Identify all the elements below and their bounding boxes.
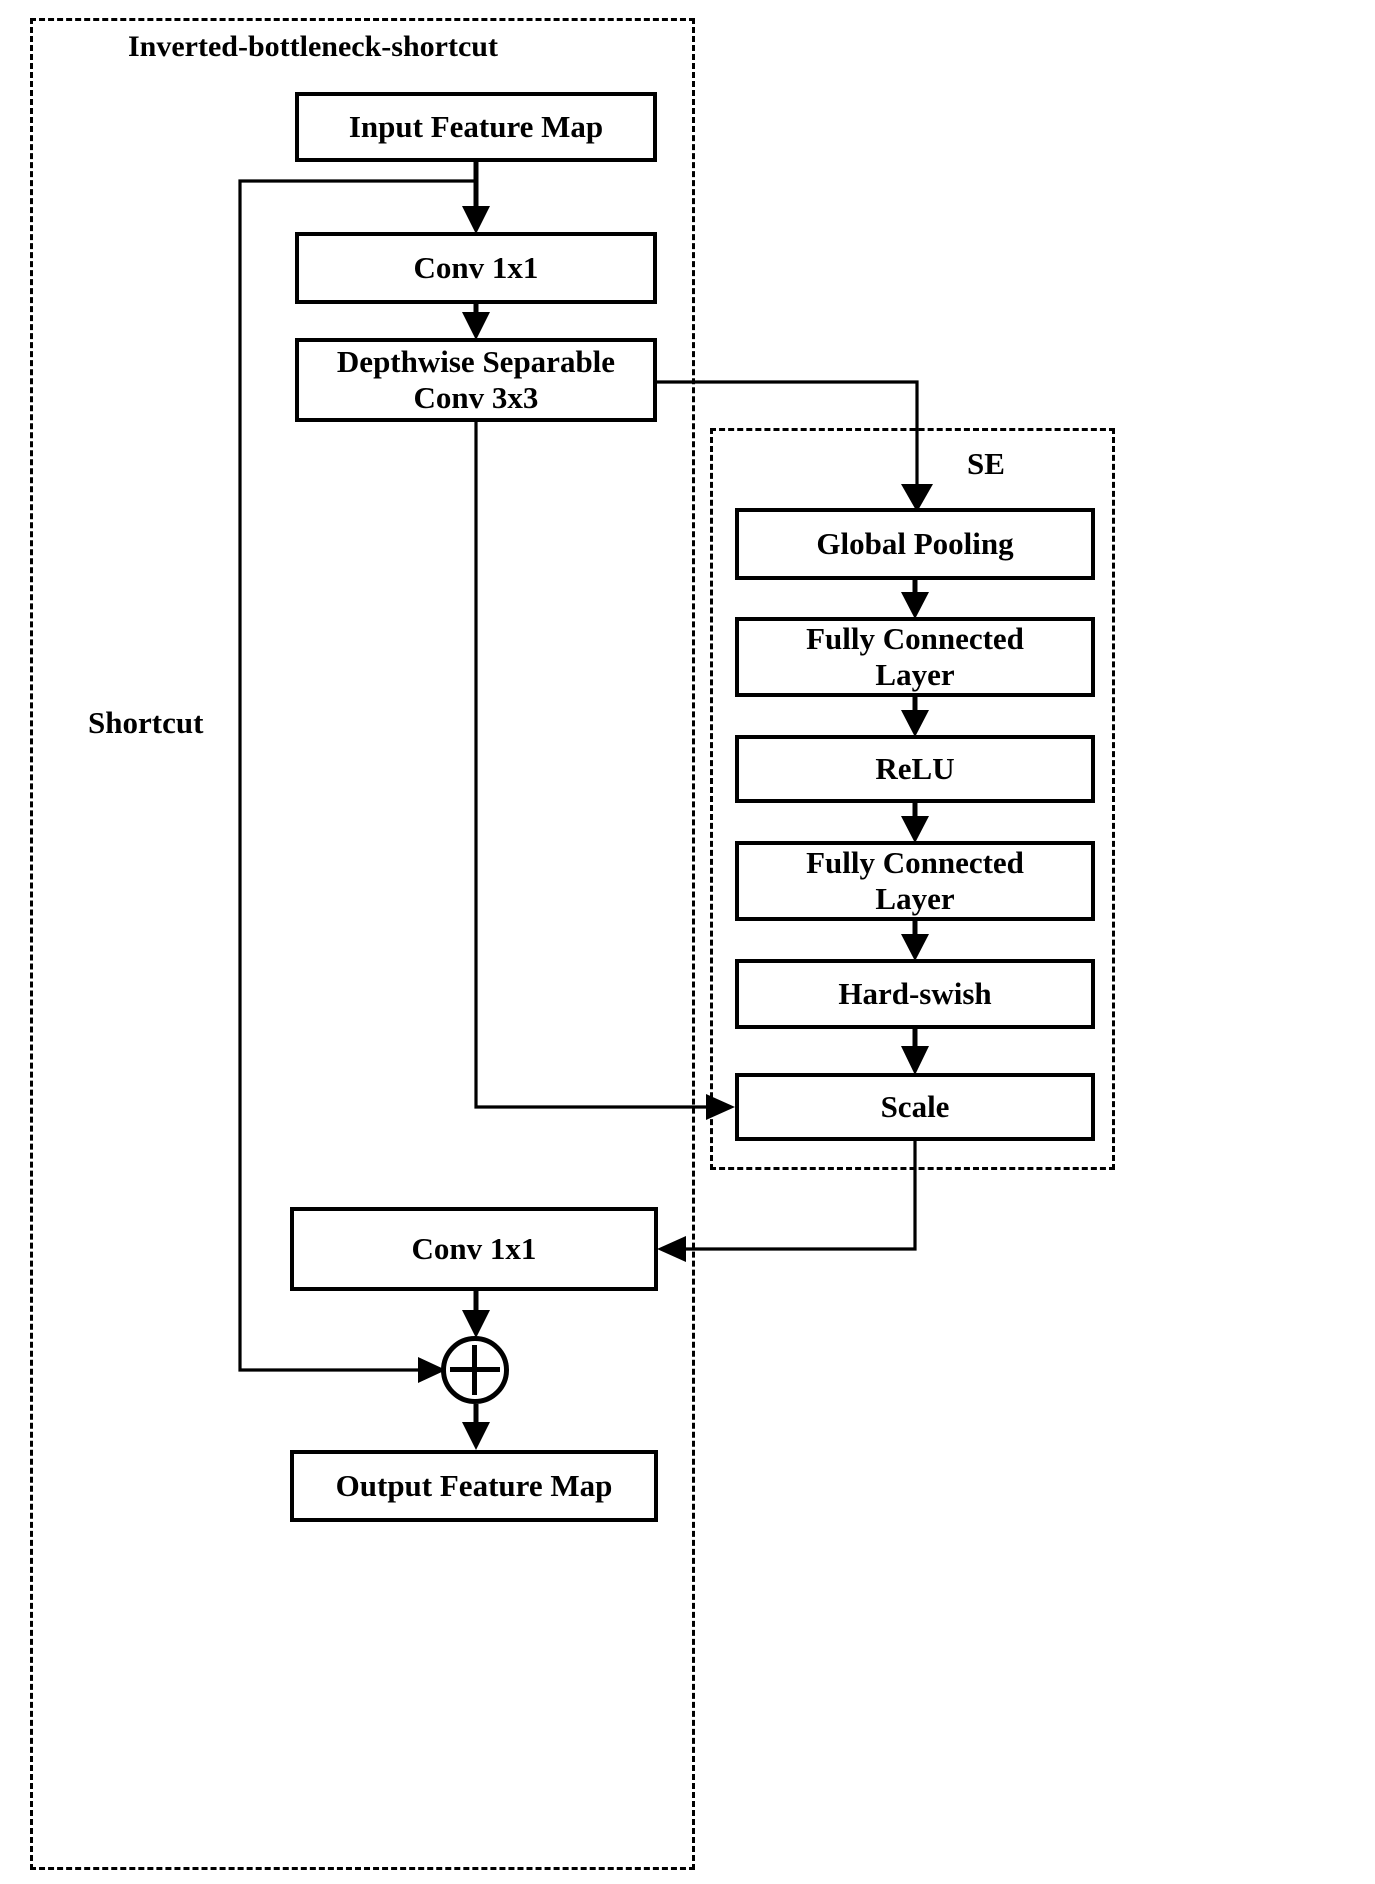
node-fully-connected-layer-1[interactable]: Fully Connected Layer <box>735 617 1095 697</box>
node-fc1-line2: Layer <box>875 657 955 692</box>
node-conv-1x1-project[interactable]: Conv 1x1 <box>290 1207 658 1291</box>
node-fc2-line2: Layer <box>875 881 955 916</box>
shortcut-label: Shortcut <box>88 705 204 740</box>
node-conv-1x1-expand[interactable]: Conv 1x1 <box>295 232 657 304</box>
node-fc1-line1: Fully Connected <box>806 621 1024 657</box>
node-fc2-line1: Fully Connected <box>806 845 1024 881</box>
node-sum-plus-circle-icon[interactable] <box>441 1336 509 1404</box>
node-input-feature-map[interactable]: Input Feature Map <box>295 92 657 162</box>
node-hard-swish[interactable]: Hard-swish <box>735 959 1095 1029</box>
group-title-se: SE <box>967 446 1005 481</box>
node-depthwise-line1: Depthwise Separable <box>336 344 616 380</box>
node-fully-connected-layer-2[interactable]: Fully Connected Layer <box>735 841 1095 921</box>
group-title-inverted-bottleneck-shortcut: Inverted-bottleneck-shortcut <box>128 30 498 63</box>
node-scale[interactable]: Scale <box>735 1073 1095 1141</box>
node-depthwise-separable-conv-3x3[interactable]: Depthwise Separable Conv 3x3 <box>295 338 657 422</box>
node-output-feature-map[interactable]: Output Feature Map <box>290 1450 658 1522</box>
plus-vertical-bar <box>472 1345 477 1395</box>
node-depthwise-line2: Conv 3x3 <box>413 380 539 415</box>
node-relu[interactable]: ReLU <box>735 735 1095 803</box>
node-global-pooling[interactable]: Global Pooling <box>735 508 1095 580</box>
